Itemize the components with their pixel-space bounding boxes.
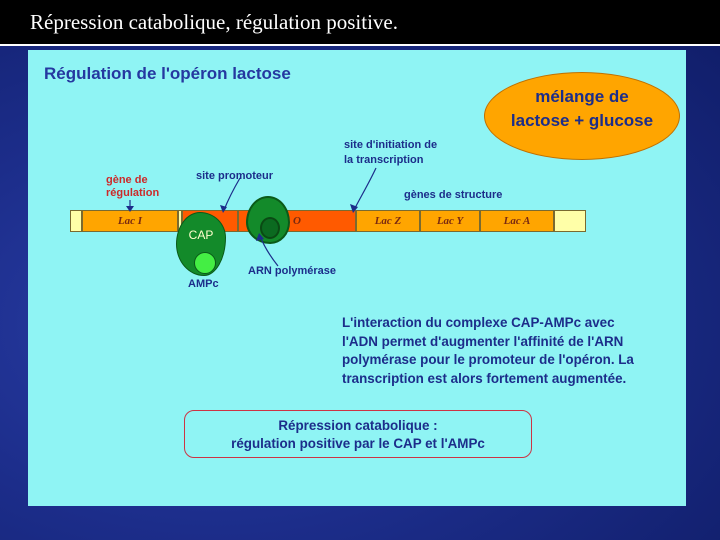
conclusion-box: Répression catabolique : régulation posi…: [184, 410, 532, 458]
cap-protein-shape: CAP: [176, 212, 226, 276]
dna-segment-lac-a: Lac A: [480, 210, 554, 232]
arrowhead-arn-polymerase: [256, 233, 264, 241]
label-arn-polymerase: ARN polymérase: [248, 265, 337, 277]
explanation-line-2: l'ADN permet d'augmenter l'affinité de l…: [342, 333, 624, 349]
dna-segment-leader: [70, 210, 82, 232]
title-divider: [0, 44, 720, 46]
label-initiation-site-line-2: la transcription: [344, 154, 424, 166]
label-structural-genes: gènes de structure: [404, 189, 503, 201]
ellipse-line-1: mélange de: [535, 87, 629, 106]
condition-ellipse: mélange de lactose + glucose: [484, 72, 680, 160]
arrow-arn-polymerase: [259, 235, 279, 267]
label-initiation-site: site d'initiation de la transcription: [344, 138, 437, 168]
label-ampc: AMPc: [188, 278, 219, 290]
arrowhead-promoter-site: [220, 205, 227, 213]
cap-label: CAP: [188, 228, 214, 242]
explanation-line-1: L'interaction du complexe CAP-AMPc avec: [342, 315, 615, 330]
label-regulation-gene: gène de régulation: [106, 174, 159, 200]
dna-segment-lac-z: Lac Z: [356, 210, 420, 232]
arrowhead-initiation-site: [350, 204, 358, 213]
diagram-heading: Régulation de l'opéron lactose: [44, 64, 291, 83]
label-initiation-site-line-1: site d'initiation de: [344, 139, 438, 151]
dna-segment-lac-y: Lac Y: [420, 210, 480, 232]
ampc-molecule: [194, 252, 216, 274]
dna-segment-trailer: [554, 210, 586, 232]
diagram-panel: Régulation de l'opéron lactose mélange d…: [28, 50, 686, 506]
arrow-initiation-site: [353, 167, 377, 211]
label-regulation-gene-line-1: gène de: [106, 174, 148, 186]
explanation-line-3: polymérase pour le promoteur de l'opéron…: [342, 352, 634, 367]
ellipse-line-2: lactose + glucose: [510, 111, 654, 130]
label-regulation-gene-line-2: régulation: [106, 187, 160, 199]
conclusion-line-1: Répression catabolique :: [278, 418, 438, 433]
label-promoter-site: site promoteur: [196, 170, 274, 182]
explanation-paragraph: L'interaction du complexe CAP-AMPc avec …: [342, 314, 634, 388]
slide-title: Répression catabolique, régulation posit…: [0, 0, 720, 44]
explanation-line-4: transcription est alors fortement augmen…: [342, 370, 627, 386]
arrowhead-regulation-gene: [126, 206, 134, 212]
arrow-promoter-site: [223, 177, 241, 211]
conclusion-line-2: régulation positive par le CAP et l'AMPc: [231, 436, 485, 451]
arn-polymerase-cleft: [260, 217, 280, 239]
arrows-layer: [126, 167, 377, 267]
